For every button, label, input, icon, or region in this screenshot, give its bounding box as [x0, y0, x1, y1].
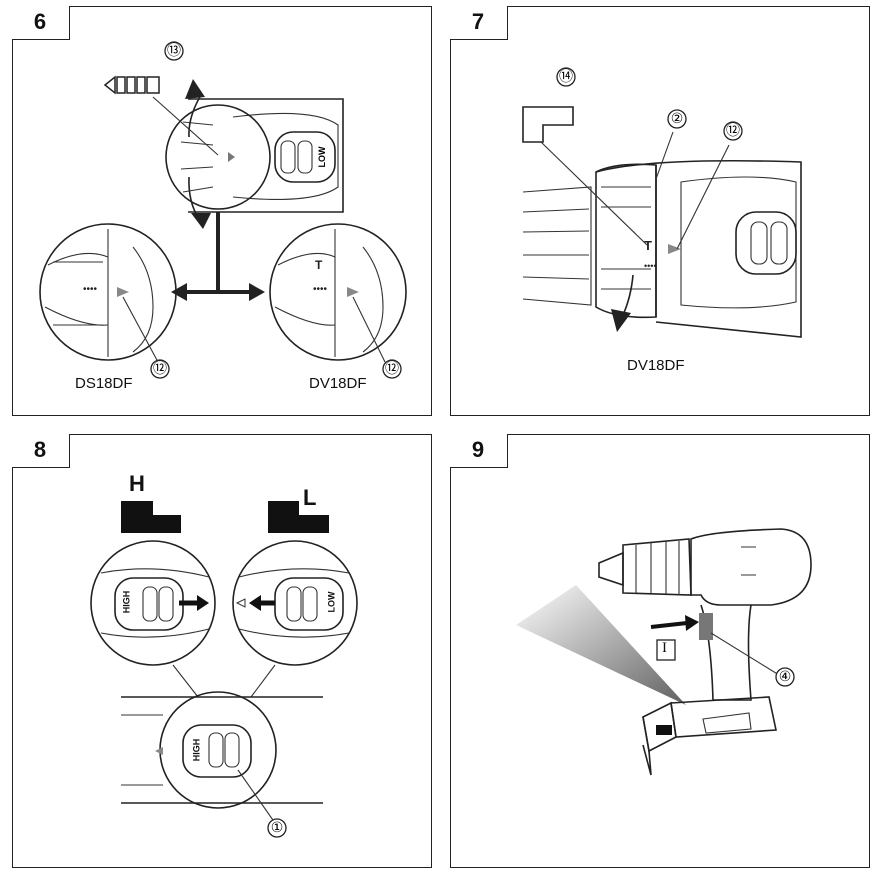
caption-ds18df: DS18DF — [75, 375, 133, 392]
figure-7-panel: 7 T •••• ⑭ ② ⑫ DV18DF — [449, 5, 870, 416]
figure-8-callouts: ① — [271, 820, 284, 836]
caption-dv18df: DV18DF — [627, 357, 685, 374]
figure-6-number: 6 — [11, 5, 70, 40]
callout-12-right: ⑫ — [385, 361, 399, 377]
figure-8-panel: 8 H L HIGH LOW — [11, 433, 432, 868]
drill-top-view: LOW — [165, 98, 344, 213]
trigger-label: I — [662, 640, 667, 656]
figure-8-drawing — [90, 501, 358, 838]
svg-text:••••: •••• — [83, 284, 98, 295]
callout-12-left: ⑫ — [153, 361, 167, 377]
callout-4: ④ — [779, 669, 792, 685]
figure-9-panel: 9 I ④ — [449, 433, 870, 868]
l-label: L — [303, 485, 317, 510]
callout-13: ⑬ — [167, 43, 181, 59]
figure-6-drawing: LOW •••• — [39, 41, 407, 379]
figure-9-drawing — [516, 528, 812, 776]
callout-12: ⑫ — [726, 123, 740, 139]
figure-8-number: 8 — [11, 433, 70, 468]
svg-text:T: T — [644, 238, 652, 253]
figure-9-callouts: ④ — [779, 669, 792, 685]
callout-2: ② — [671, 111, 684, 127]
figure-7-number: 7 — [449, 5, 508, 40]
h-label: H — [129, 471, 145, 496]
figure-6-callouts: ⑬ ⑫ ⑫ — [153, 43, 399, 377]
svg-text:••••: •••• — [644, 261, 657, 271]
figure-7-callouts: ⑭ ② ⑫ — [559, 69, 740, 139]
svg-text:••••: •••• — [313, 284, 328, 295]
figure-7-drawing: T •••• — [522, 67, 802, 338]
caption-dv18df: DV18DF — [309, 375, 367, 392]
low-label: LOW — [317, 146, 327, 167]
svg-text:T: T — [315, 258, 323, 272]
callout-1: ① — [271, 820, 284, 836]
figure-6-panel: 6 LOW — [11, 5, 432, 416]
bit-symbol — [103, 75, 160, 95]
figure-9-number: 9 — [449, 433, 508, 468]
callout-14: ⑭ — [559, 69, 573, 85]
